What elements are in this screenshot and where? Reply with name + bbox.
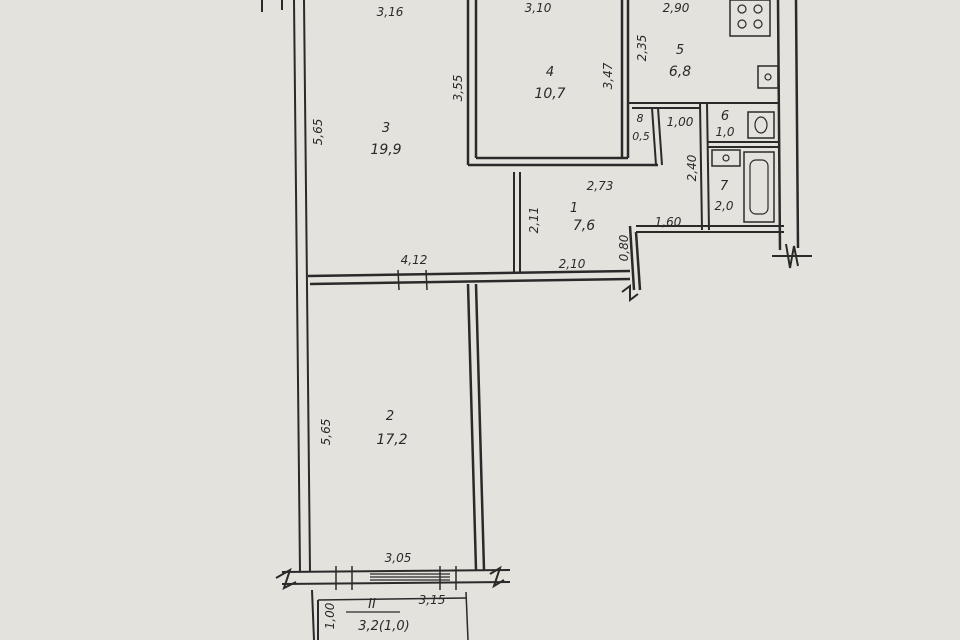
dim-balcony-width: 3,15 — [419, 593, 446, 607]
room-4-area: 10,7 — [534, 86, 565, 102]
bathroom-walls — [636, 102, 784, 233]
room-4-number: 4 — [546, 65, 554, 80]
dim-room2-left: 5,65 — [319, 419, 333, 446]
dim-room3-bottom: 4,12 — [401, 253, 428, 267]
dim-room4-right: 3,47 — [601, 62, 615, 89]
room-1-label: 1 7,6 — [570, 201, 595, 234]
dim-room3-left: 5,65 — [311, 119, 325, 146]
dim-hall-right: 0,80 — [617, 234, 631, 261]
balcony-label: II 3,2(1,0) — [346, 597, 410, 634]
room-8-number: 8 — [637, 112, 644, 125]
room-2-number: 2 — [386, 409, 394, 424]
room-7-number: 7 — [720, 179, 729, 194]
room-2-label: 2 17,2 — [376, 409, 407, 448]
room-8-label: 8 0,5 — [632, 112, 650, 143]
dim-hall-step: 1,60 — [655, 215, 682, 229]
dim-room7-left: 2,40 — [685, 154, 699, 181]
kitchen-sink-icon — [757, 65, 779, 89]
window-symbol — [370, 573, 450, 581]
dim-room1-bottom: 2,10 — [559, 257, 586, 271]
room-5-number: 5 — [676, 43, 684, 58]
room-2-right-wall — [466, 283, 486, 571]
middle-horizontal-wall — [307, 269, 631, 291]
balcony-area: 3,2(1,0) — [358, 619, 410, 634]
room-3-area: 19,9 — [370, 142, 401, 158]
washbasin-icon — [711, 149, 741, 167]
dim-room1-top: 2,73 — [587, 179, 614, 193]
balcony-number: II — [368, 597, 376, 612]
room-1-left-wall — [513, 172, 521, 272]
room-1-number: 1 — [570, 201, 578, 216]
room-3-label: 3 19,9 — [370, 121, 401, 158]
dim-room1-left: 2,11 — [527, 207, 541, 234]
room-6-number: 6 — [721, 109, 729, 124]
stove-icon — [729, 0, 771, 37]
dim-room3-top: 3,16 — [377, 5, 404, 19]
dim-room4-top: 3,10 — [525, 1, 552, 15]
dim-room2-bottom: 3,05 — [385, 551, 412, 565]
balcony-outline — [311, 589, 469, 640]
room-2-area: 17,2 — [376, 432, 407, 448]
hall-step-wall — [621, 225, 642, 302]
bottom-wall — [275, 565, 511, 590]
room-8-walls — [628, 102, 780, 166]
room-3-number: 3 — [382, 121, 390, 136]
toilet-icon — [747, 111, 775, 139]
dim-room6-7-top: 1,00 — [667, 115, 694, 129]
room-6-area: 1,0 — [715, 125, 734, 139]
outer-right-wall — [772, 0, 812, 269]
room-1-area: 7,6 — [573, 218, 595, 234]
room-7-area: 2,0 — [714, 199, 733, 213]
room-6-label: 6 1,0 — [715, 109, 734, 139]
room-8-area: 0,5 — [632, 130, 650, 143]
dim-room5-top: 2,90 — [663, 1, 690, 15]
outer-left-wall — [293, 0, 311, 573]
dim-balcony-side: 1,00 — [323, 602, 337, 629]
room-4-walls — [466, 0, 658, 167]
dim-room4-left: 3,55 — [451, 75, 465, 102]
room-7-label: 7 2,0 — [714, 179, 733, 213]
room-5-label: 5 6,8 — [669, 43, 691, 80]
bathtub-icon — [743, 151, 775, 223]
dim-room5-left: 2,35 — [635, 35, 649, 62]
top-ticks — [261, 0, 283, 12]
room-4-label: 4 10,7 — [534, 65, 565, 102]
room-5-area: 6,8 — [669, 64, 691, 80]
